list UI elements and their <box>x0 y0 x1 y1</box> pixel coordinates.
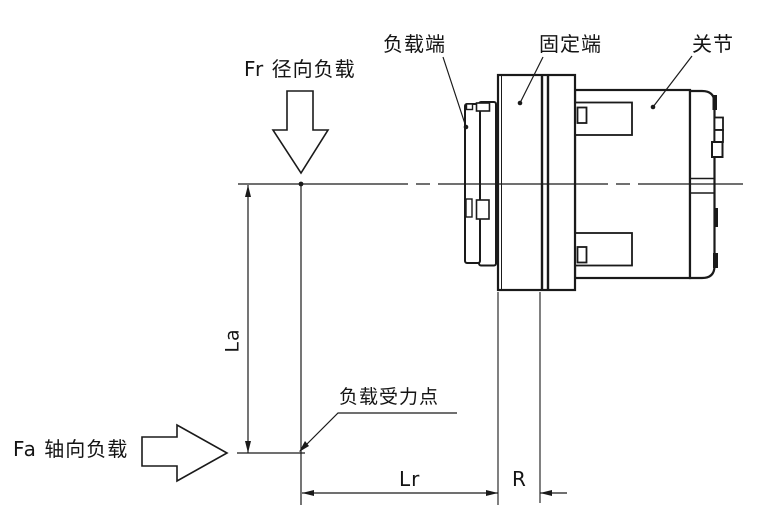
dimension-lr <box>302 292 499 505</box>
radial-load-arrow <box>271 90 330 175</box>
radial-load-label: Fr 径向负载 <box>244 57 356 81</box>
fixed-end-block <box>496 73 577 292</box>
dim-r-label: R <box>512 467 527 491</box>
load-lines <box>237 184 305 505</box>
joint-label: 关节 <box>692 32 734 56</box>
dimension-r <box>539 292 567 503</box>
dim-la-label: La <box>221 328 244 353</box>
load-end-label: 负载端 <box>383 32 446 56</box>
leader-lines <box>299 55 693 452</box>
load-point-label: 负载受力点 <box>339 386 440 408</box>
fixed-end-label: 固定端 <box>539 32 602 56</box>
dimension-la <box>245 185 251 453</box>
axial-load-arrow <box>141 423 229 483</box>
axial-load-label: Fa 轴向负载 <box>13 437 129 461</box>
dim-lr-label: Lr <box>399 467 421 491</box>
